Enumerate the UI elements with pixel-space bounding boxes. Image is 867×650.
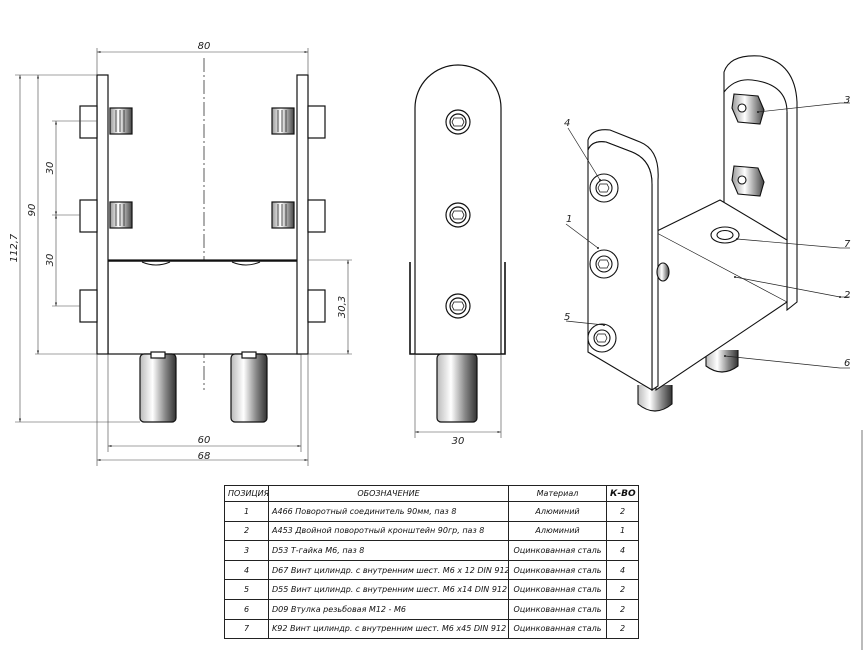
bom-material: Оцинкованная сталь	[508, 540, 607, 561]
bom-name: D53 Т-гайка М6, паз 8	[268, 540, 509, 561]
threaded-bushing	[139, 353, 177, 423]
isometric-view	[587, 55, 798, 412]
callout-1: 1	[566, 214, 572, 225]
bom-row: 3 D53 Т-гайка М6, паз 8 Оцинкованная ста…	[224, 540, 639, 561]
bom-name: K92 Винт цилиндр. с внутренним шест. M6 …	[268, 618, 509, 640]
dim-30-3: 30,3	[337, 296, 348, 318]
bom-material: Оцинкованная сталь	[508, 598, 607, 620]
bom-qty: 4	[606, 559, 639, 581]
dim-30-top: 30	[45, 162, 56, 175]
front-dimensions	[15, 48, 352, 466]
bom-material: Оцинкованная сталь	[508, 618, 607, 640]
bolt-head	[307, 289, 326, 323]
bolt-head	[307, 199, 326, 233]
bom-name: D55 Винт цилиндр. с внутренним шест. M6 …	[268, 579, 509, 600]
bom-header-designation: ОБОЗНАЧЕНИЕ	[268, 485, 509, 502]
bom-row: 5 D55 Винт цилиндр. с внутренним шест. M…	[224, 579, 639, 600]
callout-4: 4	[564, 118, 570, 129]
callout-leaders	[565, 102, 850, 369]
bom-pos: 4	[224, 559, 269, 581]
callout-3: 3	[844, 95, 850, 106]
side-dimensions	[414, 354, 502, 438]
right-plate	[296, 74, 309, 355]
bolt-head	[79, 289, 98, 323]
left-plate	[96, 74, 109, 355]
bom-pos: 5	[224, 579, 269, 600]
bom-header-quantity: К-ВО	[606, 485, 639, 502]
bom-row: 2 A453 Двойной поворотный кронштейн 90гр…	[224, 520, 639, 542]
dim-30-bottom: 30	[45, 254, 56, 267]
bom-pos: 1	[224, 501, 269, 522]
t-nut	[271, 201, 295, 229]
bom-material: Алюминий	[508, 520, 607, 542]
t-nut	[271, 107, 295, 135]
bolt-head	[79, 199, 98, 233]
callout-7: 7	[844, 239, 851, 250]
bom-qty: 2	[606, 598, 639, 620]
bom-qty: 1	[606, 520, 639, 542]
bom-qty: 2	[606, 579, 639, 600]
dim-90: 90	[27, 204, 38, 217]
base-block	[107, 259, 302, 355]
bom-material: Оцинкованная сталь	[508, 579, 607, 600]
bom-pos: 7	[224, 618, 269, 640]
front-view	[79, 58, 326, 423]
bom-name: D67 Винт цилиндр. с внутренним шест. M6 …	[268, 559, 509, 581]
bom-name: D09 Втулка резьбовая M12 - M6	[268, 598, 509, 620]
bom-pos: 3	[224, 540, 269, 561]
bolt-head	[79, 105, 98, 139]
bom-qty: 4	[606, 540, 639, 561]
bom-material: Алюминий	[508, 501, 607, 522]
bom-qty: 2	[606, 501, 639, 522]
bom-pos: 6	[224, 598, 269, 620]
bom-row: 1 A466 Поворотный соединитель 90мм, паз …	[224, 501, 639, 522]
threaded-bushing	[230, 353, 268, 423]
callout-6: 6	[844, 358, 850, 369]
dim-80: 80	[198, 41, 211, 52]
bom-header-material: Материал	[508, 485, 607, 502]
bom-row: 4 D67 Винт цилиндр. с внутренним шест. M…	[224, 559, 639, 581]
dim-60: 60	[198, 435, 211, 446]
bom-row: 6 D09 Втулка резьбовая M12 - M6 Оцинкова…	[224, 598, 639, 620]
dim-30-side: 30	[452, 436, 465, 447]
callout-2: 2	[844, 290, 850, 301]
bill-of-materials: ПОЗИЦИЯ ОБОЗНАЧЕНИЕ Материал К-ВО 1 A466…	[224, 485, 639, 640]
bom-name: A453 Двойной поворотный кронштейн 90гр, …	[268, 520, 509, 542]
bom-header-row: ПОЗИЦИЯ ОБОЗНАЧЕНИЕ Материал К-ВО	[224, 485, 639, 502]
bom-row: 7 K92 Винт цилиндр. с внутренним шест. M…	[224, 618, 639, 640]
t-nut	[109, 201, 133, 229]
threaded-bushing	[436, 353, 478, 423]
side-view	[409, 64, 506, 423]
dim-68: 68	[198, 451, 211, 462]
dim-112-7: 112,7	[9, 233, 20, 262]
bom-pos: 2	[224, 520, 269, 542]
bolt-head	[307, 105, 326, 139]
bom-name: A466 Поворотный соединитель 90мм, паз 8	[268, 501, 509, 522]
t-nut	[109, 107, 133, 135]
callout-5: 5	[564, 312, 570, 323]
bom-material: Оцинкованная сталь	[508, 559, 607, 581]
bom-header-position: ПОЗИЦИЯ	[224, 485, 269, 502]
bom-qty: 2	[606, 618, 639, 640]
